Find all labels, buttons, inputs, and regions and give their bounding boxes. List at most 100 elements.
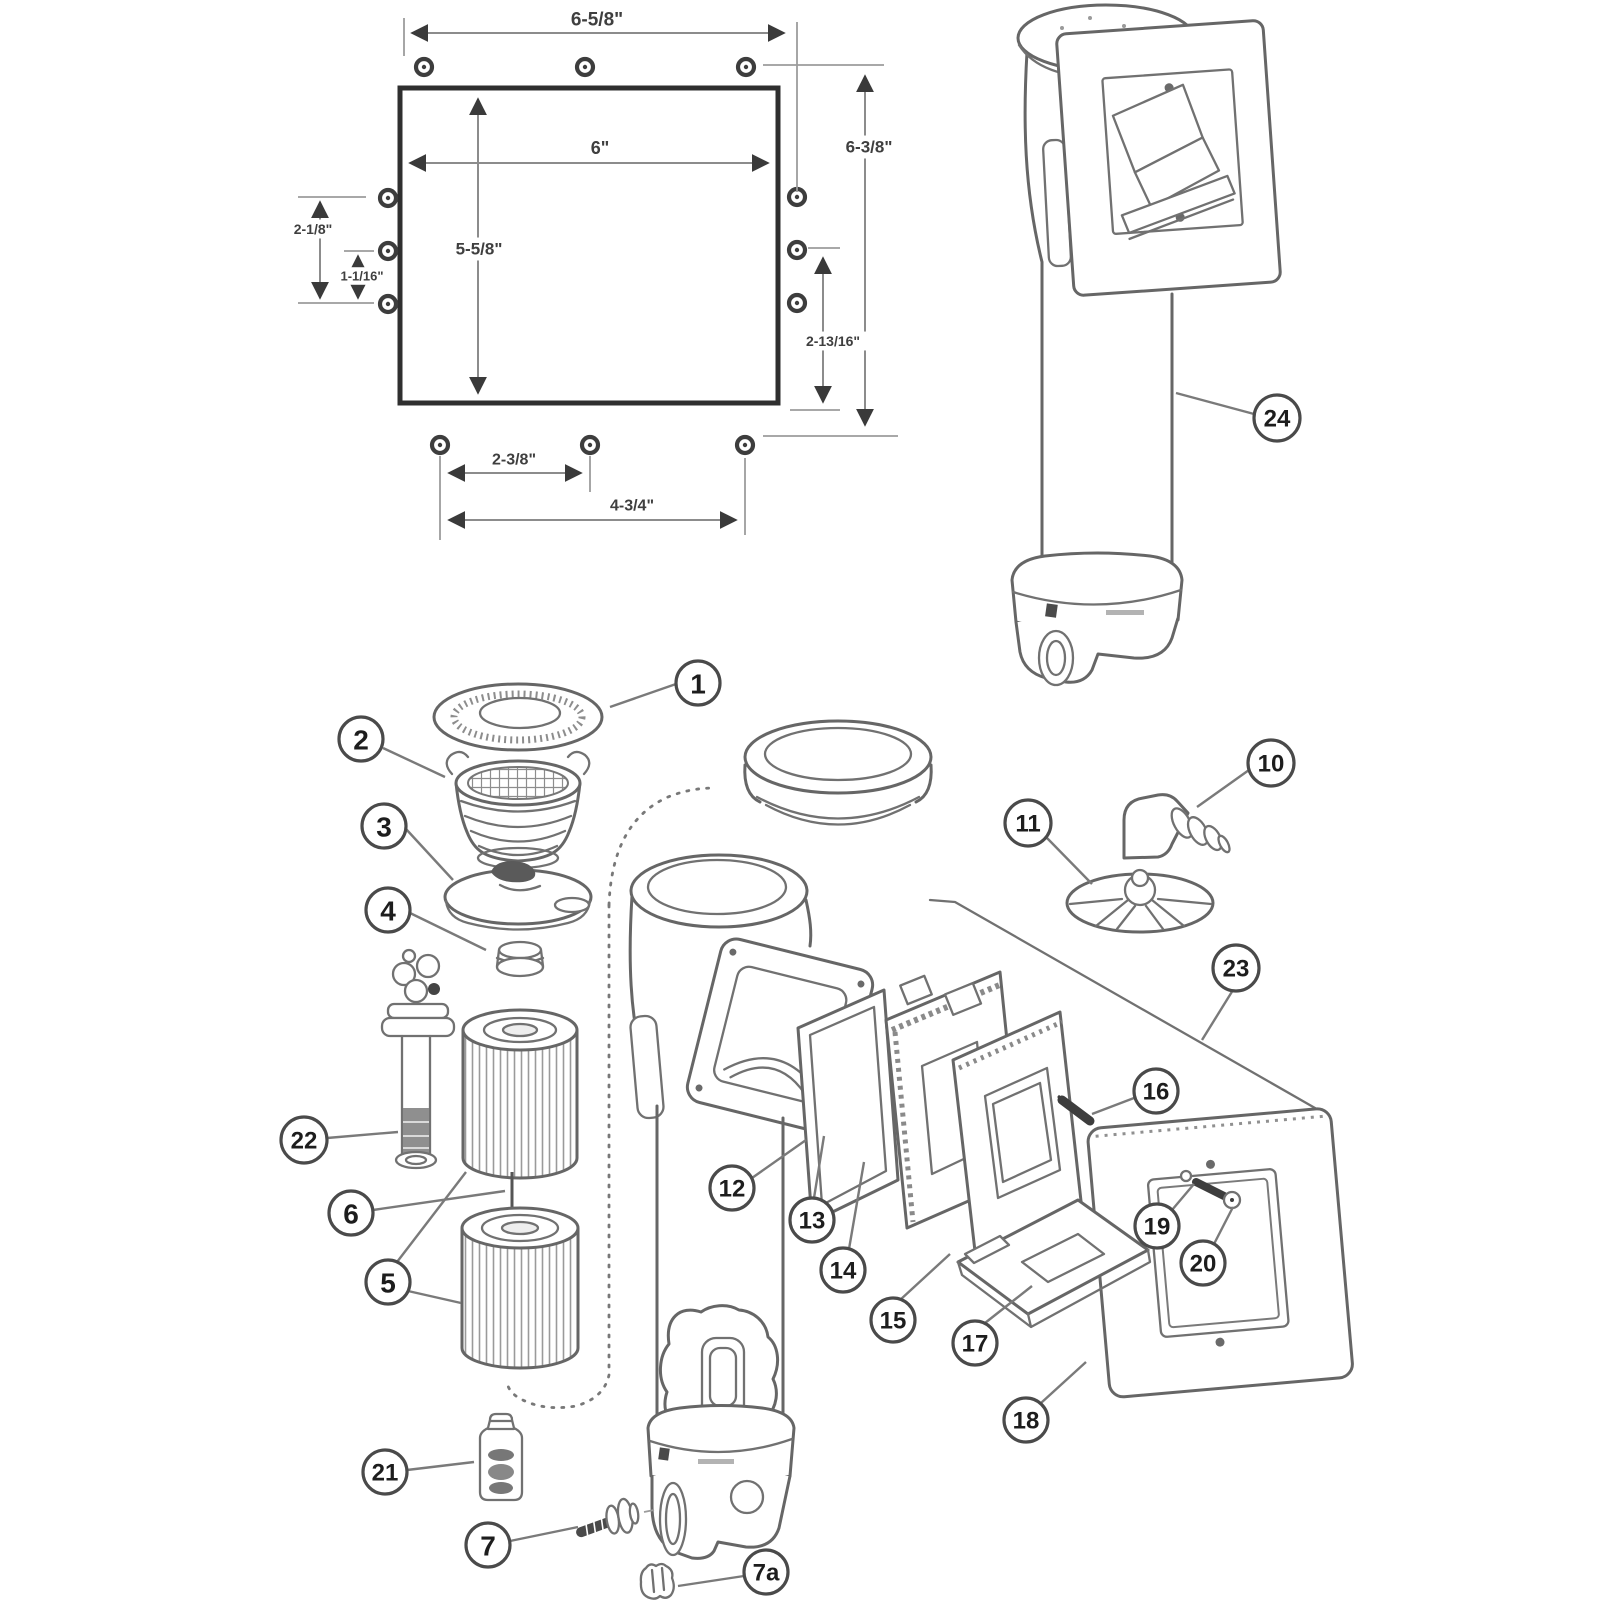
callout-15: 15: [869, 1253, 951, 1344]
callout-circle-4: [364, 886, 412, 934]
lid-cover: [432, 682, 604, 752]
dim-label-text: 6": [591, 138, 610, 158]
callout-7a: 7a: [677, 1548, 790, 1596]
callout-12: 12: [708, 1139, 807, 1212]
dim-label: 6": [591, 138, 610, 158]
dim-label: 2-1/8": [286, 219, 340, 239]
drain-plug: [576, 1497, 640, 1538]
callout-number-18: 18: [1013, 1408, 1040, 1435]
callout-number-12: 12: [719, 1176, 746, 1203]
callout-circle-23: [1211, 943, 1261, 993]
cover-plate: [443, 861, 593, 931]
callout-number-17: 17: [962, 1331, 989, 1358]
callout-circle-5: [364, 1258, 412, 1306]
callout-circle-2: [337, 715, 385, 763]
callout-number-20: 20: [1190, 1251, 1217, 1278]
dim-label: 6-3/8": [837, 135, 901, 159]
dim-label-text: 2-3/8": [492, 452, 536, 469]
dim-label-text: 2-13/16": [806, 333, 860, 349]
callout-number-4: 4: [380, 896, 396, 927]
callout-number-11: 11: [1015, 811, 1040, 838]
callout-20: 20: [1179, 1206, 1235, 1287]
callout-circle-18: [1002, 1396, 1050, 1444]
callout-circle-1: [674, 659, 722, 707]
callout-11: 11: [1003, 798, 1093, 885]
dim-label: 6-5/8": [571, 10, 623, 31]
callout-circle-7a: [742, 1548, 790, 1596]
callout-number-14: 14: [830, 1258, 857, 1285]
weir-flap-17: [956, 1198, 1152, 1329]
callout-4: 4: [364, 886, 487, 952]
adapter-plug: [495, 940, 545, 978]
body-side-tab: [629, 1014, 665, 1120]
filter-cartridge-bottom: [460, 1206, 580, 1370]
callout-circle-20: [1179, 1239, 1227, 1287]
callout-number-19: 19: [1144, 1214, 1171, 1241]
callout-5: 5: [364, 1171, 467, 1306]
filter-cartridge-top: [461, 1008, 579, 1180]
callout-number-10: 10: [1258, 751, 1285, 778]
callout-number-22: 22: [291, 1128, 318, 1155]
callout-2: 2: [337, 715, 446, 779]
skimmer-base-assembled: [1010, 551, 1184, 687]
dim-label-text: 2-1/8": [294, 221, 333, 237]
callout-number-3: 3: [376, 812, 392, 843]
lubricant-bottle: [478, 1412, 524, 1502]
callout-circle-21: [361, 1448, 409, 1496]
callout-number-21: 21: [372, 1460, 399, 1487]
callout-circle-14: [819, 1246, 867, 1294]
elbow-fitting-10: [1122, 793, 1231, 860]
callout-circle-3: [360, 802, 408, 850]
callout-circle-17: [951, 1319, 999, 1367]
callout-24: 24: [1175, 391, 1302, 443]
callout-circle-22: [279, 1115, 329, 1165]
vacuum-plate-11: [1065, 868, 1215, 934]
dimension-labels: 6-5/8" 6" 5-5/8" 6-3/8" 2-13/16" 2-1/8" 1-1/16…: [286, 10, 901, 515]
callout-number-2: 2: [353, 725, 369, 756]
callout-6: 6: [327, 1189, 506, 1237]
callout-13: 13: [788, 1135, 836, 1244]
callout-circle-15: [869, 1296, 917, 1344]
sealing-frame-15: [951, 1010, 1084, 1262]
callout-number-24: 24: [1264, 406, 1291, 433]
standpipe-assembly: [380, 948, 456, 1170]
screw-19: [1179, 1169, 1242, 1210]
callout-circle-19: [1133, 1202, 1181, 1250]
callout-number-6: 6: [343, 1199, 359, 1230]
dim-label-text: 6-3/8": [846, 138, 893, 157]
callout-circle-6: [327, 1189, 375, 1237]
callout-22: 22: [279, 1115, 399, 1165]
drain-clip: [639, 1562, 675, 1600]
gasket-plate-13: [796, 988, 900, 1224]
callout-10: 10: [1196, 738, 1296, 808]
callout-circle-7: [464, 1521, 512, 1569]
callout-circle-11: [1003, 798, 1053, 848]
callout-circle-24: [1252, 393, 1302, 443]
dim-label: 2-3/8": [492, 452, 536, 469]
callout-circle-10: [1246, 738, 1296, 788]
dim-label: 5-5/8": [447, 237, 511, 261]
callout-number-13: 13: [799, 1208, 826, 1235]
dim-label: 4-3/4": [610, 498, 654, 515]
assembled-skimmer-unit: [1010, 3, 1282, 687]
dim-label: 2-13/16": [798, 331, 868, 351]
callout-19: 19: [1133, 1183, 1195, 1250]
callout-17: 17: [951, 1285, 1033, 1367]
callout-23: 23: [1200, 943, 1261, 1041]
extension-collar: [743, 719, 933, 826]
extension-lines: [298, 18, 898, 540]
callout-3: 3: [360, 802, 454, 881]
ghost-outline-dotted: [505, 786, 716, 1410]
callout-number-16: 16: [1143, 1079, 1170, 1106]
skimmer-faceplate-front: [1055, 19, 1282, 297]
callout-number-5: 5: [380, 1268, 396, 1299]
callout-1: 1: [609, 659, 722, 709]
callout-circle-13: [788, 1196, 836, 1244]
callout-number-7: 7: [480, 1531, 496, 1562]
dim-label: 1-1/16": [333, 267, 391, 285]
front-port: [1037, 629, 1075, 687]
callout-21: 21: [361, 1448, 475, 1496]
